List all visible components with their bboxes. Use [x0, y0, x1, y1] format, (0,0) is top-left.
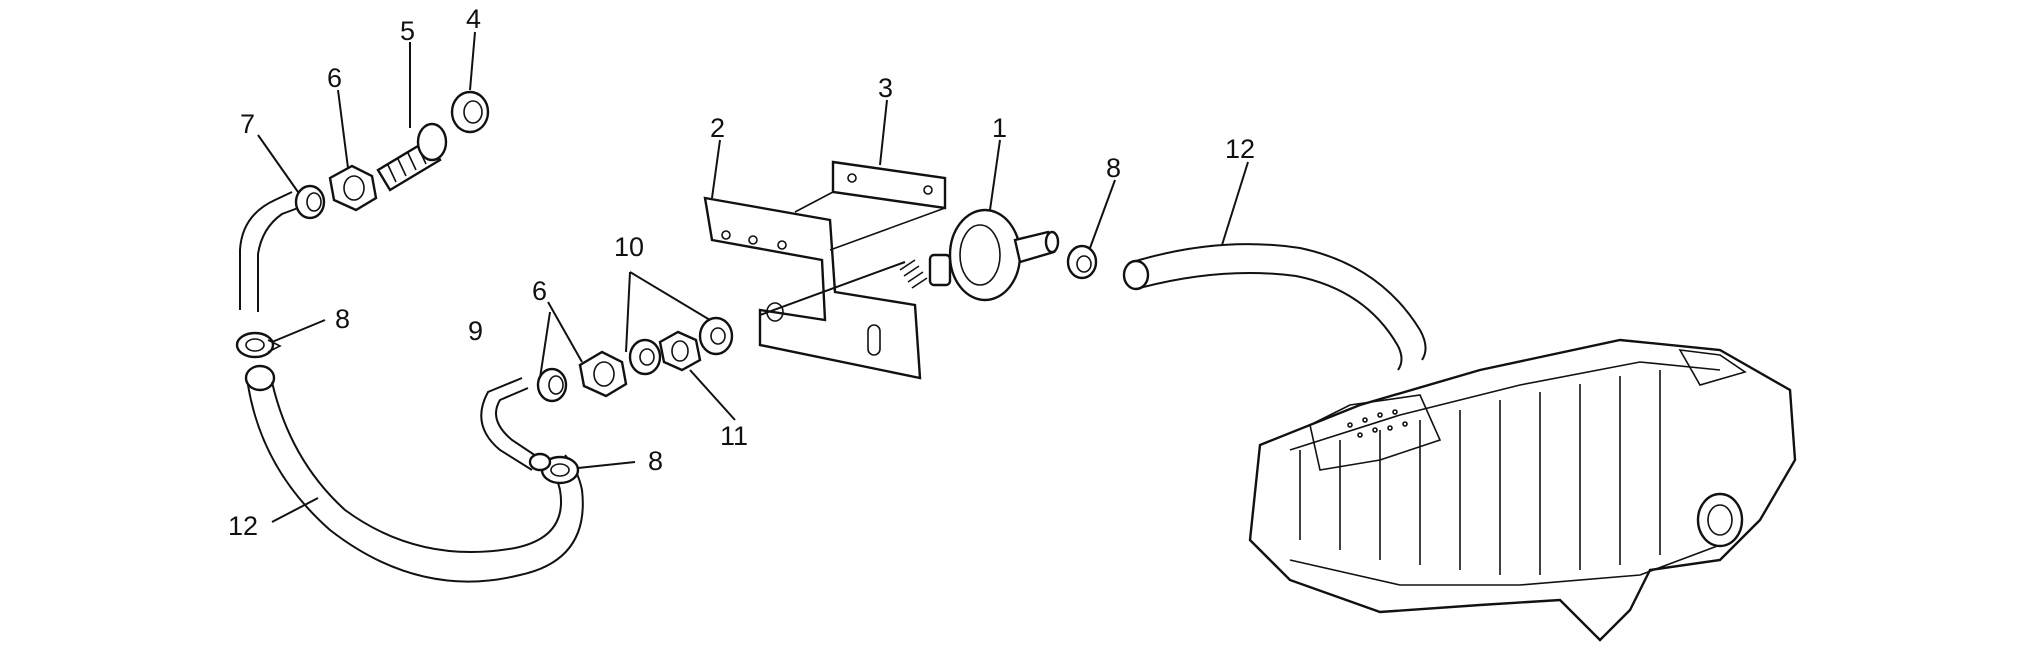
part-6-nut-upper — [328, 164, 378, 212]
callout-12-left: 12 — [228, 511, 258, 541]
part-5-threaded-fitting — [376, 122, 448, 192]
callout-3: 3 — [878, 73, 893, 103]
leader-lines — [257, 31, 1249, 523]
part-2-bracket — [703, 196, 922, 380]
part-12-hose-left — [244, 364, 584, 583]
callout-11: 11 — [720, 421, 748, 451]
part-9-elbow-fitting — [480, 367, 568, 472]
callout-1: 1 — [992, 113, 1007, 143]
callout-9: 9 — [468, 316, 483, 346]
callout-2: 2 — [710, 113, 725, 143]
part-11-nut — [658, 330, 702, 372]
callout-10: 10 — [614, 232, 644, 262]
part-10-washer-b — [698, 316, 734, 356]
part-8-clamp-left — [235, 331, 282, 359]
intake-manifold — [1248, 338, 1797, 642]
callout-labels: 1 2 3 4 5 6 6 7 8 8 8 9 10 11 12 12 — [228, 4, 1255, 541]
part-10-washer-a — [628, 338, 662, 376]
part-4-washer — [450, 90, 490, 134]
part-8-clamp-right — [1066, 244, 1098, 280]
callout-8-lower: 8 — [648, 446, 663, 476]
callout-8-right: 8 — [1106, 153, 1121, 183]
callout-6-upper: 6 — [327, 63, 342, 93]
callout-12-right: 12 — [1225, 134, 1255, 164]
part-12-hose-right — [1122, 243, 1427, 371]
part-1-valve — [759, 208, 1060, 316]
part-6-nut-lower — [578, 350, 628, 398]
callout-7: 7 — [240, 109, 255, 139]
callout-4: 4 — [466, 4, 481, 34]
part-7-elbow-hose-fitting — [239, 184, 326, 312]
callout-6-lower: 6 — [532, 276, 547, 306]
callout-8-left: 8 — [335, 304, 350, 334]
part-3-bracket-plate — [794, 160, 947, 251]
callout-5: 5 — [400, 16, 415, 46]
